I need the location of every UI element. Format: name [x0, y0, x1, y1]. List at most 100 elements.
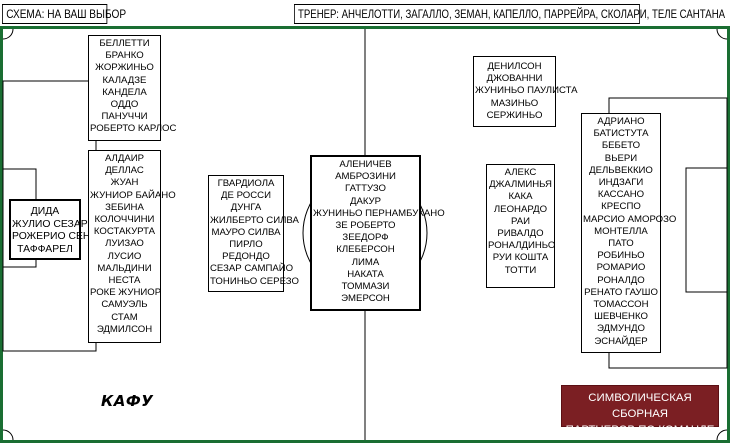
player-name: ТОММАЗИ	[341, 281, 390, 293]
player-name: ПИРЛО	[229, 239, 263, 251]
player-name: ЖУНИНЬО ПАУЛИСТА	[475, 85, 578, 97]
player-name: ЭДМУНДО	[596, 323, 646, 335]
player-name: ЖИЛБЕРТО СИЛВА	[210, 214, 299, 226]
player-name: КАССАНО	[597, 189, 645, 201]
player-name: КОСТАКУРТА	[93, 226, 156, 238]
title-badge: СИМВОЛИЧЕСКАЯ СБОРНАЯ ПАРТНЕРОВ ПО КОМАН…	[561, 385, 719, 436]
badge-line-2: ПАРТНЕРОВ ПО КОМАНДЕ	[565, 424, 715, 436]
player-name: БАТИСТУТА	[593, 128, 649, 140]
player-name: ЗЕЕДОРФ	[342, 232, 389, 244]
player-name: ИНДЗАГИ	[598, 177, 644, 189]
player-name: ГВАРДИОЛА	[217, 178, 275, 189]
coaches-label: ТРЕНЕР: АНЧЕЛОТТИ, ЗАГАЛЛО, ЗЕМАН, КАПЕЛ…	[294, 4, 725, 24]
corner-arc-br	[716, 429, 728, 441]
player-name: ДИДА	[30, 206, 60, 217]
player-name: АЛДАИР	[104, 153, 145, 164]
player-name: ВЬЕРИ	[604, 152, 638, 164]
player-name: ТОМАССОН	[593, 299, 649, 311]
player-name: ОДДО	[110, 99, 139, 111]
corner-arc-bl	[2, 429, 14, 441]
player-name: ДАКУР	[349, 195, 382, 207]
player-name: СЕРЖИНЬО	[486, 109, 543, 121]
player-name: ЖУЛИО СЕЗАР	[12, 218, 88, 230]
player-name: МАЛЬДИНИ	[97, 262, 152, 274]
player-name: БЕБЕТО	[601, 140, 641, 152]
player-name: АМБРОЗИНИ	[335, 171, 396, 183]
player-name: МАРСИО АМОРОЗО	[583, 213, 677, 225]
player-name: КОЛОЧЧИНИ	[94, 214, 155, 226]
player-name: БЕЛЛЕТТИ	[99, 38, 150, 49]
player-name: ЗЕ РОБЕРТО	[335, 220, 396, 232]
player-name: ЭМЕРСОН	[341, 293, 390, 305]
player-name: ЛУИЗАО	[105, 238, 144, 250]
corner-arc-tl	[2, 28, 14, 40]
player-name: РОЖЕРИО СЕНИ	[12, 231, 98, 243]
player-name: РОНАЛДИНЬО	[488, 240, 556, 252]
player-name: ЭДМИЛСОН	[96, 323, 153, 335]
player-name: РАИ	[510, 215, 531, 227]
right-goal-area	[685, 167, 728, 293]
captain-label: КАФУ	[101, 392, 154, 410]
player-name: ТОТТИ	[504, 264, 537, 276]
player-name: БРАНКО	[105, 50, 144, 62]
player-name: КАЛАДЗЕ	[102, 74, 147, 86]
player-name: СЕЗАР САМПАЙО	[210, 263, 294, 275]
player-name: ДЕ РОССИ	[221, 190, 271, 202]
player-name: ЖОРЖИНЬО	[95, 62, 154, 74]
player-name: ДЖАЛМИНЬЯ	[489, 179, 552, 191]
player-name: ТОНИНЬО СЕРЕЗО	[210, 275, 299, 287]
player-name: КРЕСПО	[601, 201, 641, 213]
corner-arc-tr	[716, 28, 728, 40]
player-name: ЭСНАЙДЕР	[594, 335, 648, 347]
player-name: КАНДЕЛА	[102, 86, 147, 98]
player-name: АДРИАНО	[597, 116, 645, 127]
player-name: РОНАЛДО	[597, 274, 645, 286]
player-name: ЛУСИО	[107, 250, 142, 262]
player-name: РУИ КОШТА	[492, 252, 549, 264]
player-name: МАЗИНЬО	[490, 97, 539, 109]
player-name: АЛЕКС	[504, 167, 537, 178]
player-name: РЕДОНДО	[222, 251, 270, 263]
player-name: РОБИНЬО	[597, 250, 645, 262]
player-name: ДЕЛЛАС	[105, 165, 144, 177]
player-name: КЛЕБЕРСОН	[336, 244, 395, 256]
player-name: РОМАРИО	[596, 262, 646, 274]
player-name: ЖУНИНЬО ПЕРНАМБУКАНО	[313, 207, 445, 219]
player-name: ДЖОВАННИ	[486, 73, 543, 85]
badge-line-1: СИМВОЛИЧЕСКАЯ СБОРНАЯ	[588, 392, 692, 420]
player-name: ЗЕБИНА	[105, 201, 144, 213]
player-name: ДЕЛЬВЕККИО	[589, 164, 653, 176]
player-name: ЛЕОНАРДО	[493, 203, 548, 215]
player-name: РОКЕ ЖУНИОР	[90, 287, 162, 299]
player-name: МОНТЕЛЛА	[594, 225, 648, 237]
player-name: КАКА	[508, 191, 533, 203]
player-name: ГАТТУЗО	[345, 183, 386, 195]
player-name: НЕСТА	[108, 275, 141, 287]
player-name: СТАМ	[111, 311, 138, 323]
player-name: ДЕНИЛСОН	[487, 61, 542, 72]
player-name: НАКАТА	[347, 268, 384, 280]
player-name: ЖУАН	[110, 177, 139, 189]
player-name: ДУНГА	[230, 202, 262, 214]
player-name: РИВАЛДО	[497, 228, 544, 240]
player-name: РОБЕРТО КАРЛОС	[90, 123, 177, 135]
player-name: САМУЭЛЬ	[101, 299, 148, 311]
player-name: ЛИМА	[351, 256, 380, 268]
player-name: РЕНАТО ГАУШО	[584, 286, 658, 298]
player-name: ПАТО	[608, 238, 634, 250]
player-name: ПАНУЧЧИ	[101, 111, 148, 123]
player-name: ЖУНИОР БАЙАНО	[90, 189, 176, 201]
player-name: ШЕВЧЕНКО	[594, 311, 648, 323]
player-name: ТАФФАРЕЛ	[17, 243, 73, 255]
player-name: АЛЕНИЧЕВ	[339, 159, 392, 170]
scheme-label: СХЕМА: НА ВАШ ВЫБОР	[2, 4, 126, 24]
player-name: МАУРО СИЛВА	[211, 226, 281, 238]
